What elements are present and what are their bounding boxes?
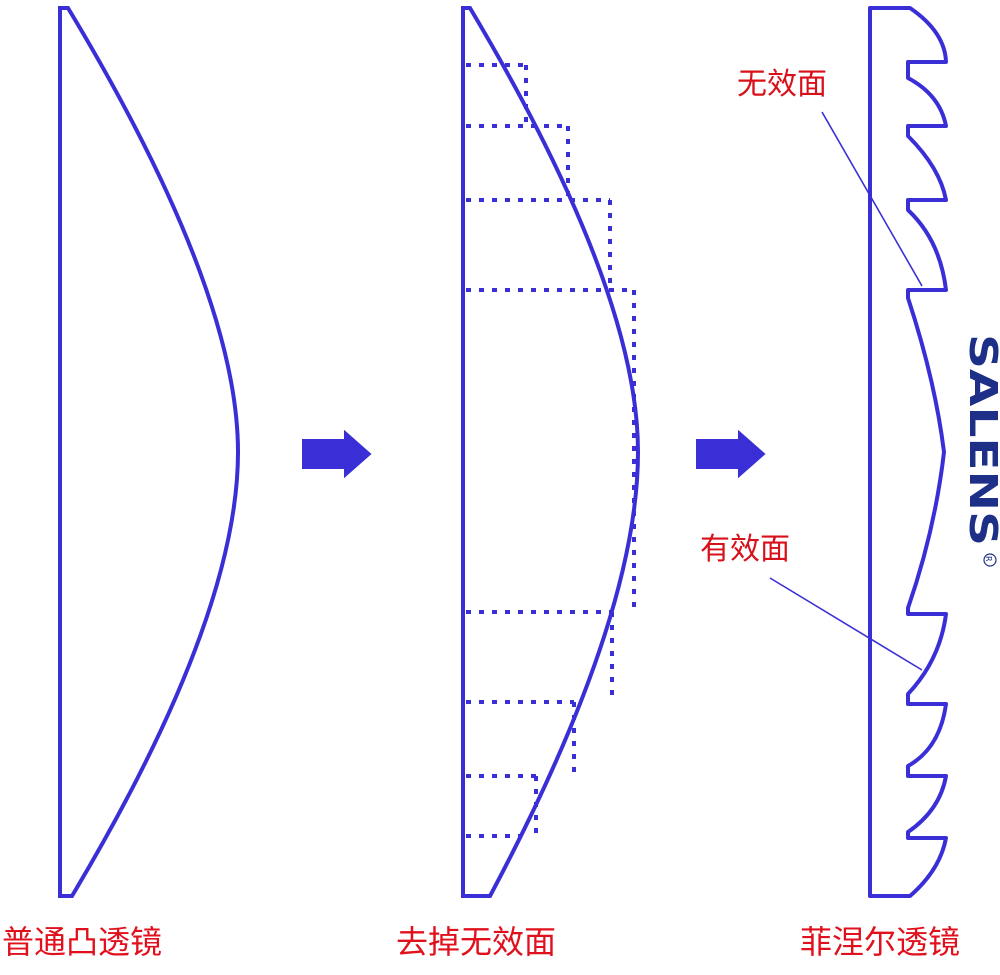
valid-face-pointer [769, 577, 923, 671]
ordinary-convex-lens [58, 6, 241, 898]
valid-face-label: 有效面 [700, 532, 790, 567]
brand-logo-text: SALENS [962, 334, 1000, 546]
invalid-face-label: 无效面 [737, 67, 827, 102]
brand-logo: SALENS R [962, 334, 1000, 567]
ordinary-lens-caption: 普通凸透镜 [2, 923, 163, 961]
invalid-face-pointer [821, 111, 923, 287]
fresnel-lens-caption: 菲涅尔透镜 [800, 923, 961, 961]
fresnel-lens [868, 6, 948, 898]
registered-mark-icon [983, 553, 997, 567]
removed-faces-caption: 去掉无效面 [396, 923, 557, 961]
invalid-face-dotted-lines [466, 63, 636, 838]
lens-outline [461, 6, 641, 898]
lens-with-removed-faces [461, 6, 641, 898]
right-arrow-icon [302, 429, 372, 479]
right-arrow-icon [696, 429, 766, 479]
registered-mark-text: R [984, 556, 993, 562]
